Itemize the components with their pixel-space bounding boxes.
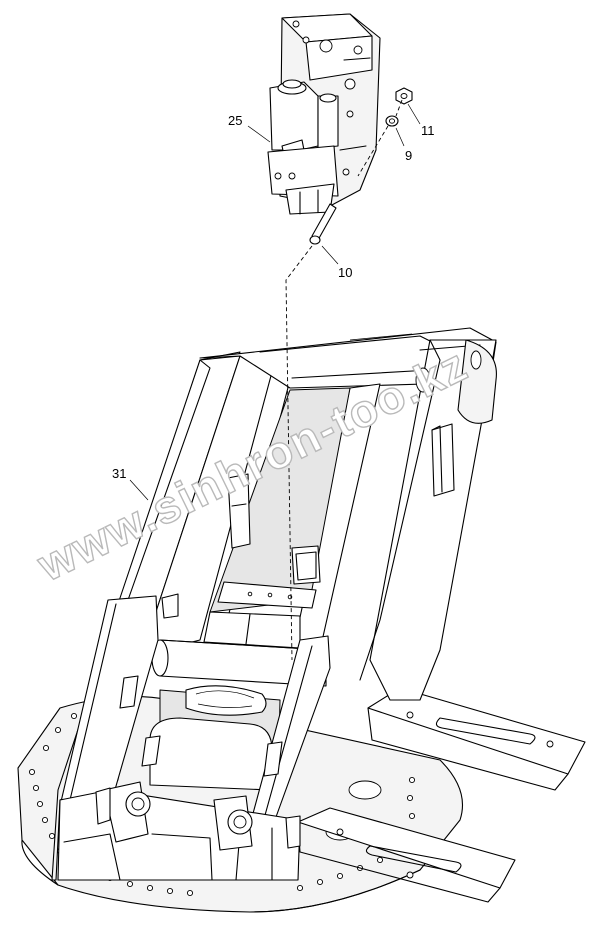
callout-10: 10 [321,245,352,280]
callout-label-11: 11 [421,123,435,138]
callout-label-25: 25 [228,113,242,128]
outrigger-arms [297,687,586,903]
bolt [309,203,337,245]
callout-11: 11 [407,103,435,138]
valve-block [267,13,381,215]
nut-and-washer [385,87,413,127]
callout-9: 9 [395,127,412,163]
callout-25: 25 [228,113,271,143]
callout-31: 31 [112,466,149,501]
bolt-hole-ring [28,706,416,897]
assembly-guide-lines [285,99,403,661]
main-frame [51,327,497,881]
callout-label-9: 9 [405,148,412,163]
callout-label-10: 10 [338,265,352,280]
callout-label-31: 31 [112,466,126,481]
lower-frame [149,685,281,791]
